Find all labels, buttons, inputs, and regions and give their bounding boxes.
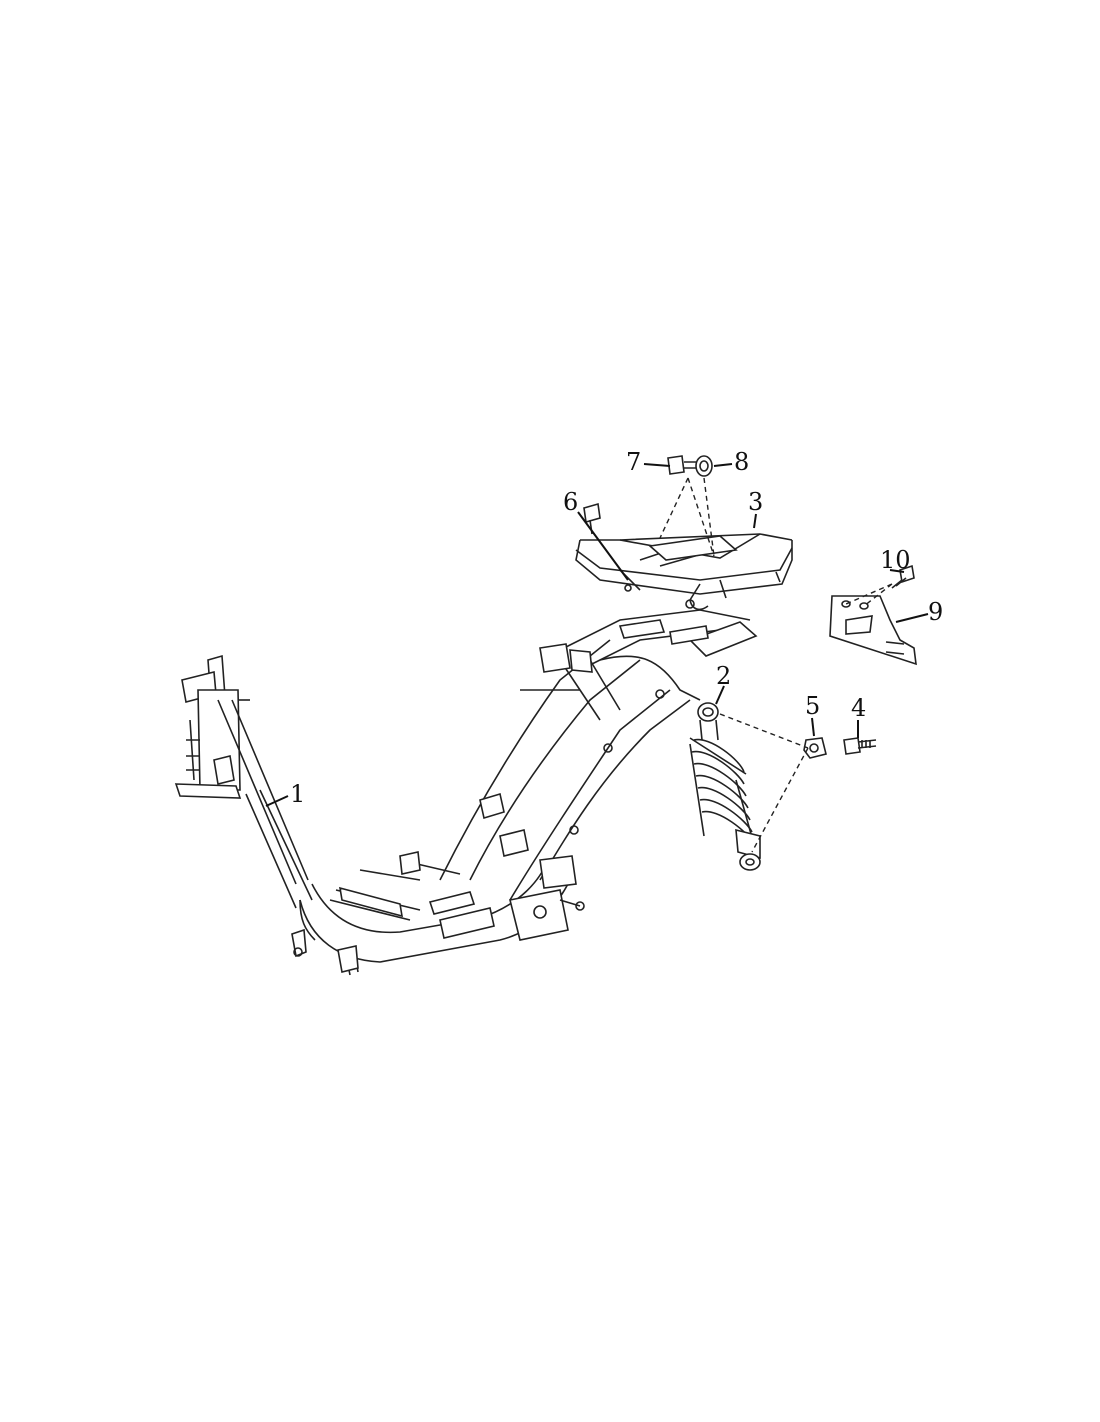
bolt-icon xyxy=(583,502,601,535)
frame-body-icon xyxy=(174,599,758,976)
callout-3: 3 xyxy=(748,488,763,516)
bracket-plate-icon xyxy=(829,595,917,666)
callout-9: 9 xyxy=(928,598,943,626)
bolt-icon xyxy=(667,455,696,475)
washer-icon xyxy=(695,455,713,477)
callout-5: 5 xyxy=(805,692,820,720)
callout-8: 8 xyxy=(734,448,749,476)
callout-1: 1 xyxy=(290,780,305,808)
rear-shock-absorber-icon xyxy=(689,702,761,871)
callout-4: 4 xyxy=(851,694,866,722)
callout-7: 7 xyxy=(626,448,641,476)
callout-2: 2 xyxy=(716,662,731,690)
callout-6: 6 xyxy=(563,488,578,516)
bolt-icon xyxy=(843,737,877,755)
rear-carrier-rack-icon xyxy=(575,533,793,611)
flange-nut-icon xyxy=(803,737,827,759)
bolt-icon xyxy=(891,564,915,589)
callout-10: 10 xyxy=(880,546,911,574)
